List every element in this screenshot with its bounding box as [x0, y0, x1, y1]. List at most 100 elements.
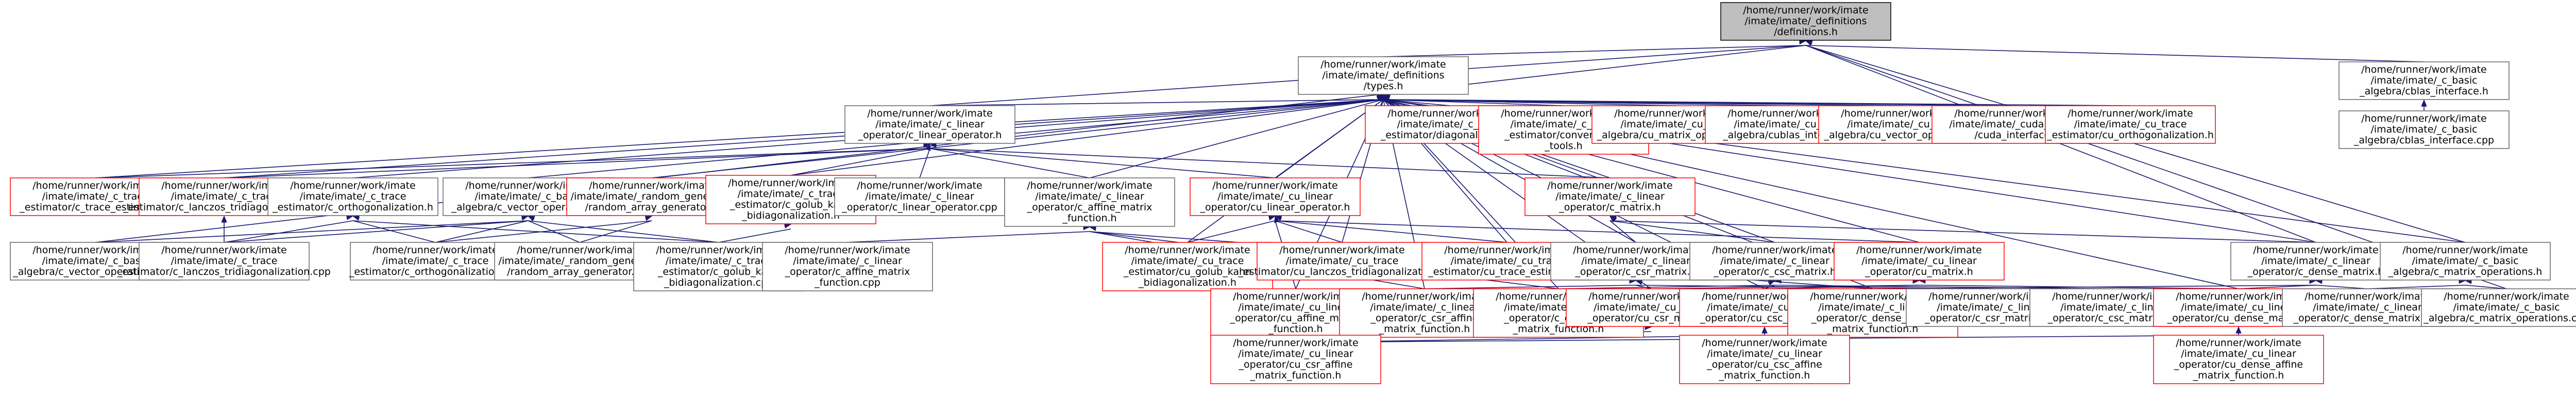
edge-line	[929, 148, 1611, 178]
edge-ragcpp-to-cvecops	[527, 216, 580, 243]
node-cugolub[interactable]: /home/runner/work/imate/imate/imate/_cu_…	[1102, 242, 1273, 291]
edge-cucscaff-to-cucsch	[1761, 326, 1768, 335]
edge-clinopcpp-to-clinop	[919, 143, 931, 178]
node-label-line: /home/runner/work/imate	[1856, 244, 1981, 256]
edge-golubcpp-to-orthoh	[352, 213, 719, 243]
node-label-line: /imate/imate/_c_trace	[382, 255, 489, 267]
node-blascpp[interactable]: /home/runner/work/imate/imate/imate/_c_b…	[2338, 110, 2510, 149]
node-label-line: _estimator/cu_trace_estimator.h	[1428, 266, 1585, 277]
node-cudenseaff[interactable]: /home/runner/work/imate/imate/imate/_cu_…	[2153, 335, 2324, 384]
node-culanczos[interactable]: /home/runner/work/imate/imate/imate/_cu_…	[1238, 242, 1446, 281]
edge-line	[929, 148, 1090, 178]
node-label-line: /imate/imate/_c_basic	[2453, 302, 2560, 313]
node-root[interactable]: /home/runner/work/imate/imate/imate/_def…	[1720, 2, 1891, 41]
edge-line	[847, 231, 1090, 243]
edge-cumatrixh-to-culinoph	[1274, 213, 1920, 243]
node-cucscaff[interactable]: /home/runner/work/imate/imate/imate/_cu_…	[1679, 335, 1850, 384]
node-label-line: /imate/imate/_definitions	[1322, 70, 1444, 81]
node-label-line: /imate/imate/_c_trace	[738, 188, 844, 200]
edge-line	[1187, 220, 1276, 243]
edge-line	[1872, 285, 2316, 289]
node-label-line: _algebra/c_vector_operations.cpp	[12, 266, 178, 277]
edge-line	[224, 220, 529, 243]
edge-line	[2238, 285, 2316, 289]
edge-line	[1187, 99, 1384, 243]
node-label-line: _algebra/c_matrix_operations.h	[2388, 266, 2543, 277]
node-label-line: /home/runner/work/imate	[1125, 244, 1250, 256]
node-label-line: _function.h	[1268, 323, 1323, 335]
node-caffcpp[interactable]: /home/runner/work/imate/imate/imate/_c_l…	[762, 242, 933, 291]
node-label-line: _estimator/cu_orthogonalization.h	[2046, 129, 2214, 141]
node-box	[844, 105, 1015, 144]
node-label-line: /home/runner/work/imate	[785, 244, 910, 256]
edge-line	[790, 99, 1384, 176]
node-label-line: /home/runner/work/imate	[1547, 180, 1672, 191]
node-cmatopsh[interactable]: /home/runner/work/imate/imate/imate/_c_b…	[2380, 242, 2551, 281]
node-lanczoscpp[interactable]: /home/runner/work/imate/imate/imate/_c_t…	[117, 242, 331, 281]
edge-line	[1383, 99, 2131, 106]
node-label-line: /home/runner/work/imate	[1573, 244, 1698, 256]
node-label-line: _bidiagonalization.cpp	[664, 277, 773, 288]
node-label-line: _matrix_function.h	[1827, 323, 1919, 335]
node-box	[267, 177, 438, 216]
edge-arrowhead	[2235, 326, 2242, 334]
node-label-line: /home/runner/work/imate	[1928, 291, 2054, 302]
node-label-line: /home/runner/work/imate	[372, 244, 498, 256]
node-cumatrixh[interactable]: /home/runner/work/imate/imate/imate/_cu_…	[1834, 242, 2005, 281]
node-cmatrixh[interactable]: /home/runner/work/imate/imate/imate/_c_l…	[1524, 177, 1696, 216]
node-cdenseh[interactable]: /home/runner/work/imate/imate/imate/_c_l…	[2230, 242, 2401, 281]
edge-arrowhead	[1768, 280, 1776, 286]
node-orthocpp[interactable]: /home/runner/work/imate/imate/imate/_c_t…	[349, 242, 521, 281]
node-label-line: /definitions.h	[1774, 26, 1838, 38]
node-label-line: /imate/imate/_c_linear	[1555, 191, 1665, 202]
edge-line	[435, 220, 529, 243]
edge-lanczoscpp-to-orthoh	[224, 214, 354, 243]
edge-line	[1424, 285, 1636, 289]
node-types[interactable]: /home/runner/work/imate/imate/imate/_def…	[1298, 56, 1469, 95]
edge-cutraceest-to-culinoph	[1274, 214, 1507, 243]
node-label-line: /home/runner/work/imate	[1320, 59, 1446, 70]
node-label-line: /home/runner/work/imate	[589, 180, 714, 191]
node-label-line: /home/runner/work/imate	[2361, 113, 2486, 124]
node-label-line: /home/runner/work/imate	[517, 244, 642, 256]
node-label-line: _algebra/c_matrix_operations.cpp	[2423, 313, 2576, 324]
node-label-line: /home/runner/work/imate	[1233, 337, 1358, 349]
node-label-line: /imate/imate/_c_trace	[1397, 119, 1504, 130]
edge-line	[1774, 285, 2115, 289]
node-label-line: _matrix_function.h	[1379, 323, 1470, 335]
edge-line	[651, 99, 1384, 178]
node-label-line: /imate/imate/_c_trace	[42, 191, 149, 202]
node-cmatopscpp[interactable]: /home/runner/work/imate/imate/imate/_c_b…	[2421, 288, 2576, 327]
node-box	[762, 242, 933, 291]
node-label-line: _operator/c_dense_affine	[1811, 313, 1934, 324]
node-label-line: /home/runner/work/imate	[1712, 244, 1837, 256]
node-box	[1689, 242, 1860, 281]
node-orthoh[interactable]: /home/runner/work/imate/imate/imate/_c_t…	[267, 177, 438, 216]
edge-line	[95, 99, 1384, 178]
node-caffh[interactable]: /home/runner/work/imate/imate/imate/_c_l…	[1004, 177, 1175, 227]
node-clinopcpp[interactable]: /home/runner/work/imate/imate/imate/_c_l…	[834, 177, 1005, 216]
edge-culinoph-to-clinop	[929, 141, 1276, 178]
node-label-line: /imate/imate/_cu_linear	[1238, 302, 1353, 313]
node-blasif[interactable]: /home/runner/work/imate/imate/imate/_c_b…	[2338, 61, 2510, 100]
node-clinop[interactable]: /home/runner/work/imate/imate/imate/_c_l…	[844, 105, 1015, 144]
node-label-line: _estimator/c_orthogonalization.h	[272, 202, 433, 213]
edge-line	[579, 220, 652, 243]
node-cuortho[interactable]: /home/runner/work/imate/imate/imate/_cu_…	[2045, 105, 2216, 144]
node-ccsch[interactable]: /home/runner/work/imate/imate/imate/_c_l…	[1689, 242, 1860, 281]
edge-ccsch-to-cmatrixh	[1609, 214, 1775, 243]
node-culinoph[interactable]: /home/runner/work/imate/imate/imate/_cu_…	[1190, 177, 1361, 216]
edge-line	[1089, 99, 1384, 178]
edge-line	[224, 99, 1384, 178]
node-cucsraff[interactable]: /home/runner/work/imate/imate/imate/_cu_…	[1210, 335, 1381, 384]
node-box	[1720, 2, 1891, 41]
edge-cudenseaff-to-cudenseh	[2235, 326, 2242, 335]
node-box	[1190, 177, 1361, 216]
node-label-line: /imate/imate/_c_linear	[875, 119, 985, 130]
edge-line	[1383, 99, 1451, 106]
edge-line	[352, 220, 436, 243]
node-label-line: /imate/imate/_c_linear	[2313, 302, 2422, 313]
edge-caffcpp-to-caffh	[847, 224, 1091, 243]
node-label-line: _matrix_function.h	[2193, 370, 2284, 381]
